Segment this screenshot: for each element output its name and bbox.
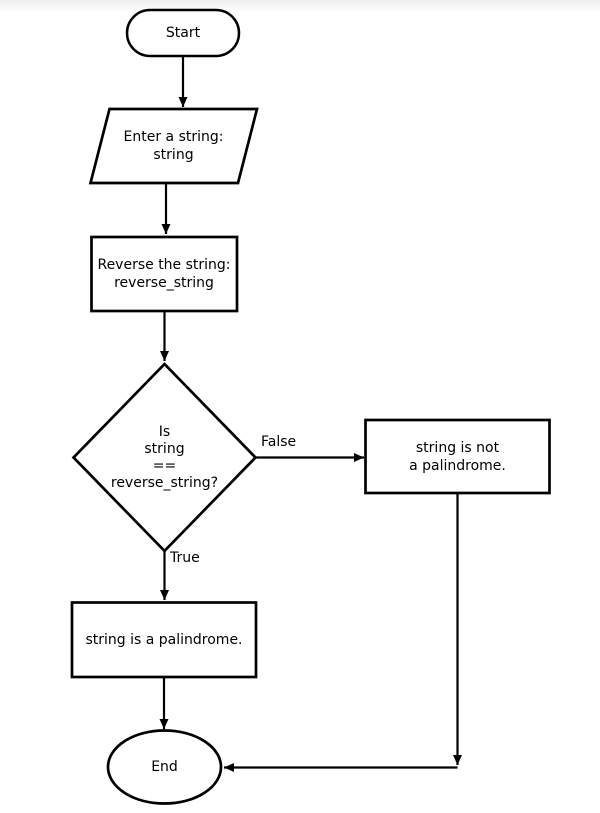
palindrome-label: string is a palindrome. — [85, 631, 243, 648]
false-branch-label: False — [261, 434, 297, 450]
input-label: Enter a string: string — [123, 129, 224, 163]
start-label: Start — [165, 25, 201, 41]
not-palindrome-label: string is not a palindrome. — [409, 439, 506, 474]
decision-label: Is string == reverse_string? — [110, 423, 219, 491]
input-parallelogram-shape — [88, 107, 259, 185]
process-rectangle-shape — [90, 235, 239, 313]
process-label: Reverse the string: reverse_string — [97, 257, 231, 291]
end-terminator-shape — [106, 729, 223, 805]
palindrome-rectangle-shape — [70, 601, 258, 679]
not-palindrome-rectangle-shape — [364, 418, 551, 495]
end-label: End — [151, 759, 178, 775]
true-branch-label: True — [170, 550, 200, 566]
decision-diamond-shape — [71, 362, 258, 553]
start-terminator-shape — [125, 8, 241, 58]
